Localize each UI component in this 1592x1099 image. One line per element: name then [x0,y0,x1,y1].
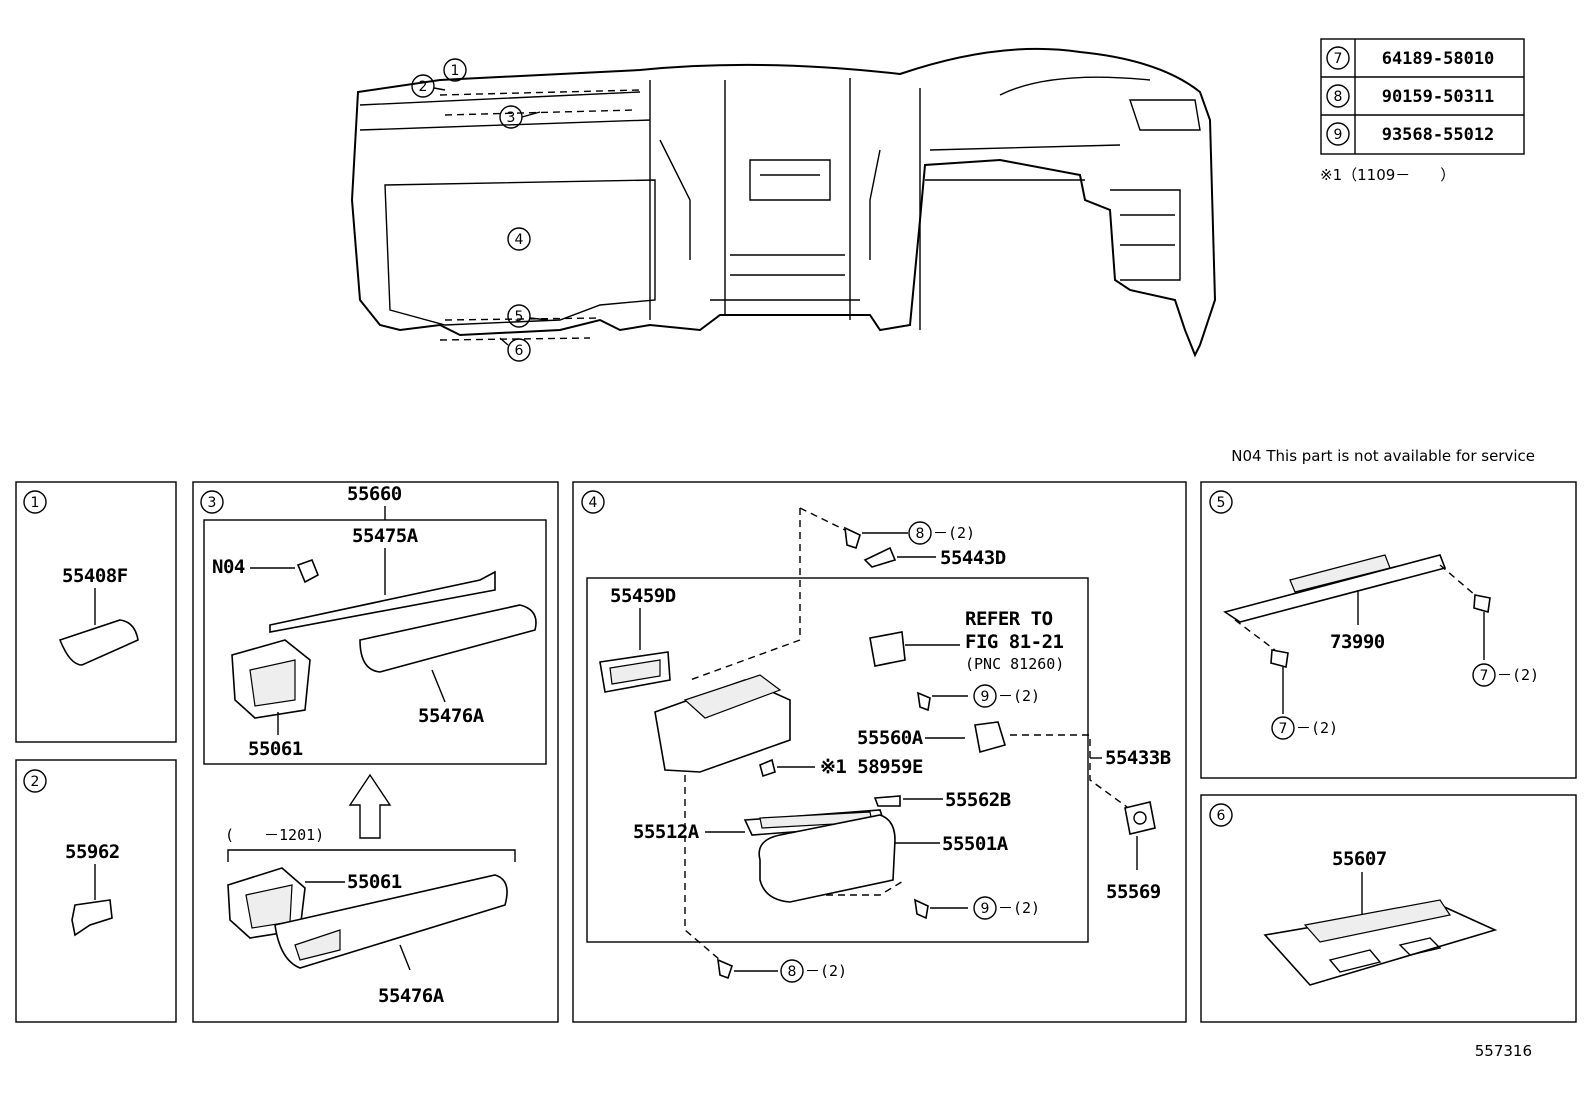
date-range-label: ( －1201) [225,826,324,844]
overview-callout-1: 1 [443,58,467,82]
refer-to-label: REFER TO [965,608,1053,630]
svg-text:8: 8 [916,526,925,542]
part-55476A-upper [359,604,537,673]
ref-part-9: 93568-55012 [1382,125,1495,145]
overview-callout-3: 3 [499,105,541,129]
refer-pnc-label: (PNC 81260) [965,655,1064,673]
part-55607-label: 55607 [1332,848,1387,870]
detail-box-5: 5 73990 7 －(2) 7 －(2) [1200,481,1577,779]
part-58959E-label: ※1 58959E [820,756,923,778]
svg-text:6: 6 [1217,808,1226,824]
svg-text:1: 1 [31,495,40,511]
svg-text:4: 4 [589,495,598,511]
part-73990-label: 73990 [1330,631,1385,653]
ref-row-7: 7 64189-58010 [1326,46,1495,70]
detail-box-2: 2 55962 [15,759,177,1023]
part-55061-lower-label: 55061 [347,871,402,893]
overview-callout-2: 2 [411,74,446,98]
svg-text:1: 1 [451,63,460,79]
svg-text:5: 5 [515,309,524,325]
part-55569 [1124,801,1156,835]
part-55475A-label: 55475A [352,525,419,547]
svg-text:2: 2 [31,774,40,790]
part-55061-label: 55061 [248,738,303,760]
overview-callout-6: 6 [499,337,531,362]
svg-text:8: 8 [788,964,797,980]
svg-text:－(2): －(2) [805,962,847,980]
svg-text:7: 7 [1480,668,1489,684]
switch-81260 [869,631,906,667]
overview-callout-4: 4 [507,227,531,251]
svg-text:6: 6 [515,343,524,359]
dashboard-overview: 1 2 3 4 5 6 [350,47,1217,362]
svg-text:－(2): －(2) [1296,719,1338,737]
detail-box-1: 1 55408F [15,481,177,743]
n04-label: N04 [212,556,245,578]
svg-text:－(2): －(2) [998,899,1040,917]
svg-text:－(2): －(2) [1497,666,1539,684]
svg-text:9: 9 [981,689,990,705]
date-note: ※1（1109－ ） [1320,166,1455,184]
part-55560A-label: 55560A [857,727,924,749]
svg-text:3: 3 [208,495,217,511]
ref-part-8: 90159-50311 [1382,87,1495,107]
svg-text:－(2): －(2) [998,687,1040,705]
detail-box-3: 3 55660 55475A N04 55476A 55061 ( －1201)… [192,481,559,1023]
part-55501A [758,814,896,903]
svg-text:－(2): －(2) [933,524,975,542]
part-55962 [71,899,113,937]
part-55512A-label: 55512A [633,821,700,843]
svg-text:4: 4 [515,232,524,248]
diagram-id: 557316 [1475,1042,1532,1060]
part-55408F-label: 55408F [62,565,128,587]
part-55562B-label: 55562B [945,789,1011,811]
detail-box-4: 4 8 －(2) 55443D 55459D ※1 58959E REF [572,481,1187,1023]
part-73990 [1223,554,1447,623]
ref-row-8: 8 90159-50311 [1326,84,1495,108]
ref-row-9: 9 93568-55012 [1326,122,1495,146]
part-55476A-label: 55476A [418,705,485,727]
part-55408F [58,619,139,666]
svg-text:3: 3 [507,110,516,126]
part-55560A [974,721,1007,754]
svg-text:2: 2 [419,79,428,95]
part-55476A-lower-label: 55476A [378,985,445,1007]
part-55962-label: 55962 [65,841,120,863]
arrow-up-icon [348,773,392,839]
part-55443D [863,546,897,568]
part-55569-label: 55569 [1106,881,1161,903]
svg-text:9: 9 [981,901,990,917]
part-55459D-label: 55459D [610,585,676,607]
part-55433B-label: 55433B [1105,747,1171,769]
part-55443D-label: 55443D [940,547,1006,569]
ref-num-8: 8 [1334,89,1343,105]
part-55475A [269,570,496,633]
ref-part-7: 64189-58010 [1382,49,1495,69]
svg-text:7: 7 [1279,721,1288,737]
part-55660-label: 55660 [347,483,402,505]
svg-text:5: 5 [1217,495,1226,511]
overview-callout-5: 5 [507,304,549,328]
part-55501A-label: 55501A [942,833,1009,855]
ref-num-7: 7 [1334,51,1343,67]
ref-num-9: 9 [1334,127,1343,143]
refer-fig-label: FIG 81-21 [965,631,1064,653]
availability-note: N04 This part is not available for servi… [1231,447,1535,465]
detail-box-6: 6 55607 [1200,794,1577,1023]
reference-table: 7 64189-58010 8 90159-50311 9 93568-5501… [1320,38,1525,155]
